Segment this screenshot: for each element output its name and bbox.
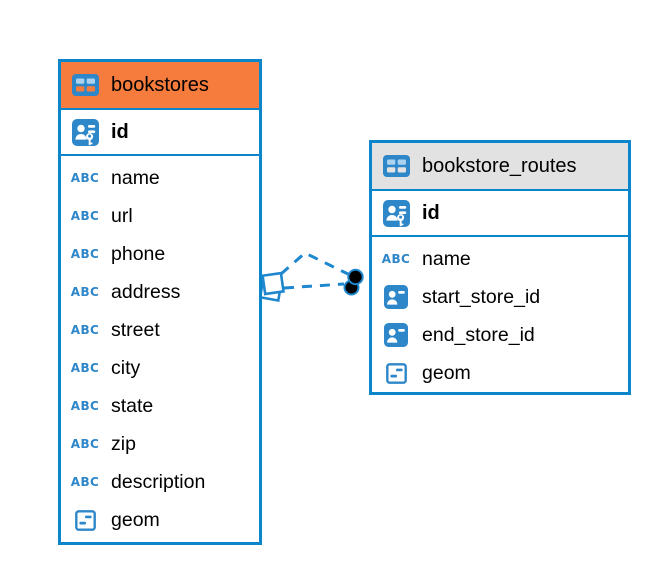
text-column-icon: ABC: [70, 399, 100, 413]
table-icon: [380, 155, 412, 177]
diamond-marker: [258, 271, 285, 302]
text-column-icon: ABC: [70, 209, 100, 223]
column-name: street: [111, 318, 160, 341]
text-column-icon: ABC: [70, 285, 100, 299]
text-column-icon: ABC: [70, 361, 100, 375]
reference-column-icon: [380, 285, 412, 309]
table-bookstore-routes-header[interactable]: bookstore_routes: [372, 143, 628, 191]
column-row-end-store-id[interactable]: end_store_id: [372, 316, 628, 354]
column-name: geom: [111, 508, 160, 531]
column-row-geom[interactable]: geom: [372, 354, 628, 392]
column-list: ABC name start_store_id end_store_id ge: [372, 237, 628, 395]
table-name: bookstores: [111, 73, 209, 96]
text-column-icon: ABC: [70, 171, 100, 185]
geometry-column-icon: [380, 362, 412, 384]
column-row-description[interactable]: ABC description: [61, 463, 259, 501]
table-name: bookstore_routes: [422, 154, 577, 177]
text-column-icon: ABC: [70, 437, 100, 451]
column-row-zip[interactable]: ABC zip: [61, 425, 259, 463]
column-name: description: [111, 470, 206, 493]
text-column-icon: ABC: [70, 323, 100, 337]
column-row-street[interactable]: ABC street: [61, 311, 259, 349]
column-name: geom: [422, 361, 471, 384]
column-name: state: [111, 394, 154, 417]
column-name: end_store_id: [422, 323, 535, 346]
column-name: url: [111, 204, 133, 227]
column-list: ABC name ABC url ABC phone ABC address A…: [61, 156, 259, 542]
column-name: city: [111, 356, 141, 379]
column-row-start-store-id[interactable]: start_store_id: [372, 278, 628, 316]
column-name: phone: [111, 242, 166, 265]
column-name: start_store_id: [422, 285, 541, 308]
primary-key-icon: [380, 199, 412, 227]
column-row-city[interactable]: ABC city: [61, 349, 259, 387]
table-icon: [69, 74, 101, 96]
table-bookstores[interactable]: bookstores id ABC name ABC url ABC phone…: [58, 59, 262, 545]
table-bookstores-header[interactable]: bookstores: [61, 62, 259, 110]
reference-column-icon: [380, 323, 412, 347]
primary-key-row[interactable]: id: [372, 191, 628, 237]
text-column-icon: ABC: [70, 247, 100, 261]
column-name: address: [111, 280, 181, 303]
column-row-name[interactable]: ABC name: [61, 159, 259, 197]
column-row-address[interactable]: ABC address: [61, 273, 259, 311]
column-name: name: [422, 247, 471, 270]
text-column-icon: ABC: [381, 252, 411, 266]
column-row-name[interactable]: ABC name: [372, 240, 628, 278]
primary-key-row[interactable]: id: [61, 110, 259, 156]
primary-key-name: id: [422, 201, 440, 224]
column-row-url[interactable]: ABC url: [61, 197, 259, 235]
column-row-geom[interactable]: geom: [61, 501, 259, 539]
relationship-lines: [280, 251, 349, 290]
geometry-column-icon: [69, 509, 101, 531]
column-row-state[interactable]: ABC state: [61, 387, 259, 425]
relationship-line-2: [283, 282, 345, 290]
primary-key-icon: [69, 118, 101, 146]
text-column-icon: ABC: [70, 475, 100, 489]
column-name: name: [111, 166, 160, 189]
dot-marker: [343, 268, 364, 296]
relationship-line-1: [280, 251, 349, 276]
primary-key-name: id: [111, 120, 129, 143]
column-name: zip: [111, 432, 136, 455]
column-row-phone[interactable]: ABC phone: [61, 235, 259, 273]
table-bookstore-routes[interactable]: bookstore_routes id ABC name start_store…: [369, 140, 631, 395]
